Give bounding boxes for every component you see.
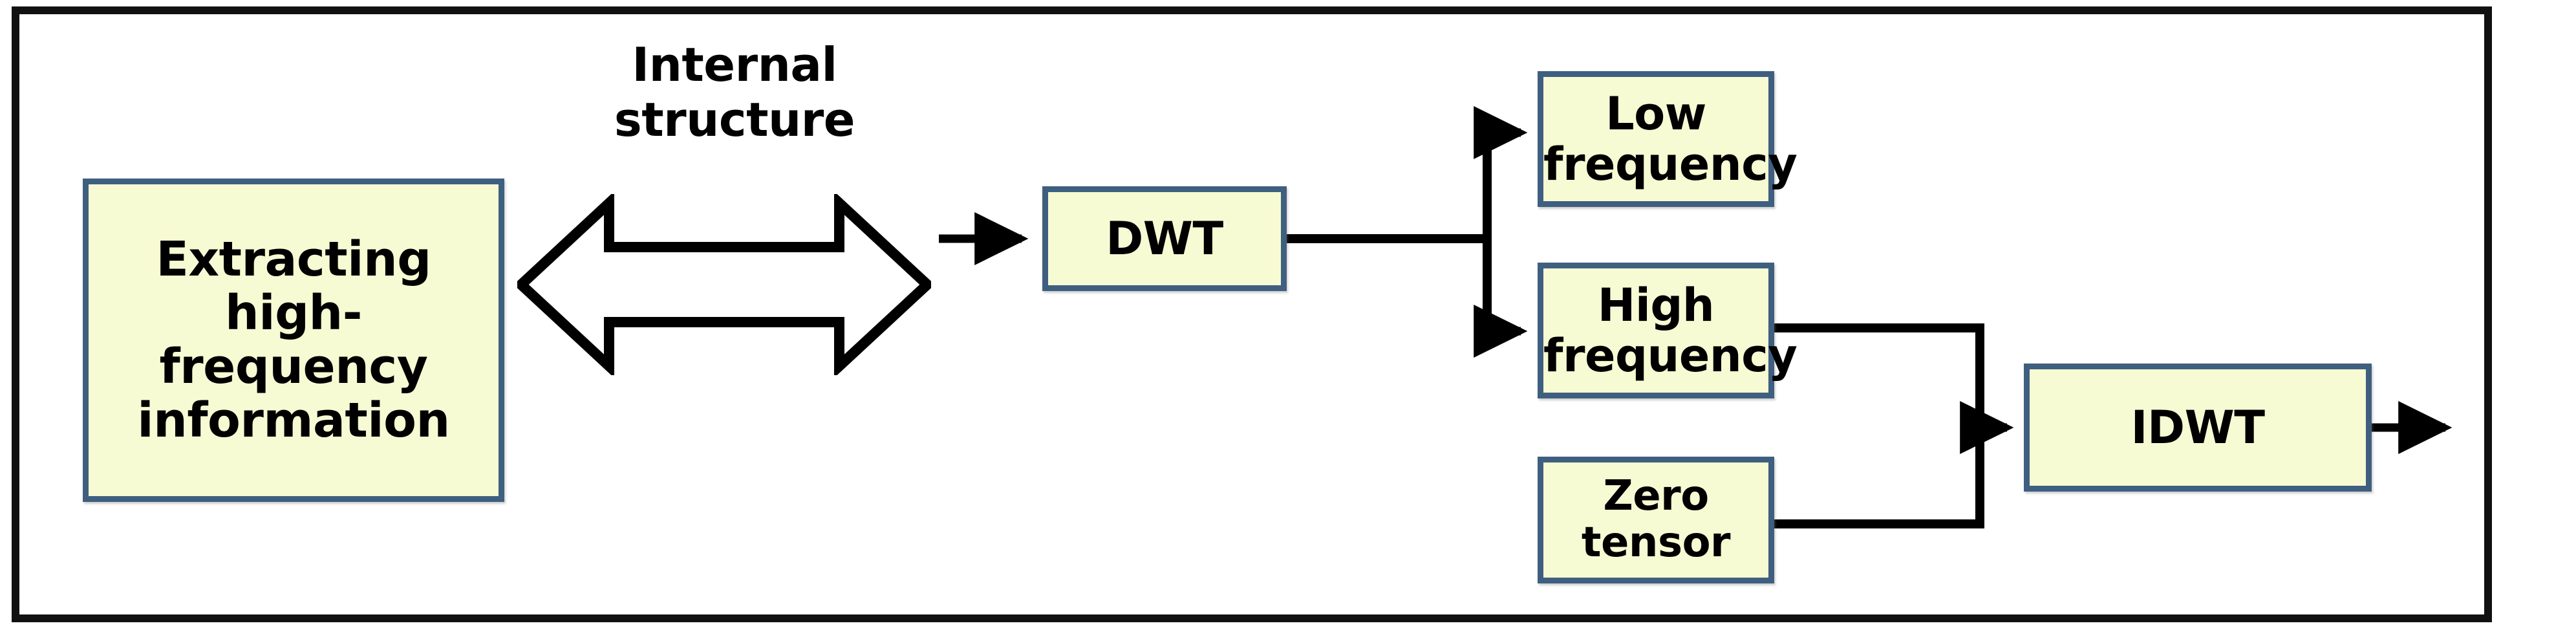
internal-structure-label: Internal structure	[614, 38, 855, 147]
node-label-extract: Extracting high- frequency information	[137, 232, 450, 448]
node-dwt[interactable]: DWT	[1042, 186, 1287, 291]
node-label-high-frequency: High frequency	[1543, 278, 1798, 382]
node-label-low-frequency: Low frequency	[1543, 87, 1798, 191]
node-label-dwt: DWT	[1106, 212, 1223, 265]
bidirectional-arrow-icon	[517, 194, 931, 375]
node-low-frequency[interactable]: Low frequency	[1538, 71, 1798, 207]
node-high-frequency[interactable]: High frequency	[1538, 263, 1798, 398]
node-extracting-high-frequency-information[interactable]: Extracting high- frequency information	[83, 179, 504, 502]
node-idwt[interactable]: IDWT	[2024, 364, 2372, 492]
node-label-idwt: IDWT	[2131, 400, 2265, 454]
node-label-zero-tensor: Zero tensor	[1581, 472, 1731, 567]
node-zero-tensor[interactable]: Zero tensor	[1538, 457, 1774, 583]
